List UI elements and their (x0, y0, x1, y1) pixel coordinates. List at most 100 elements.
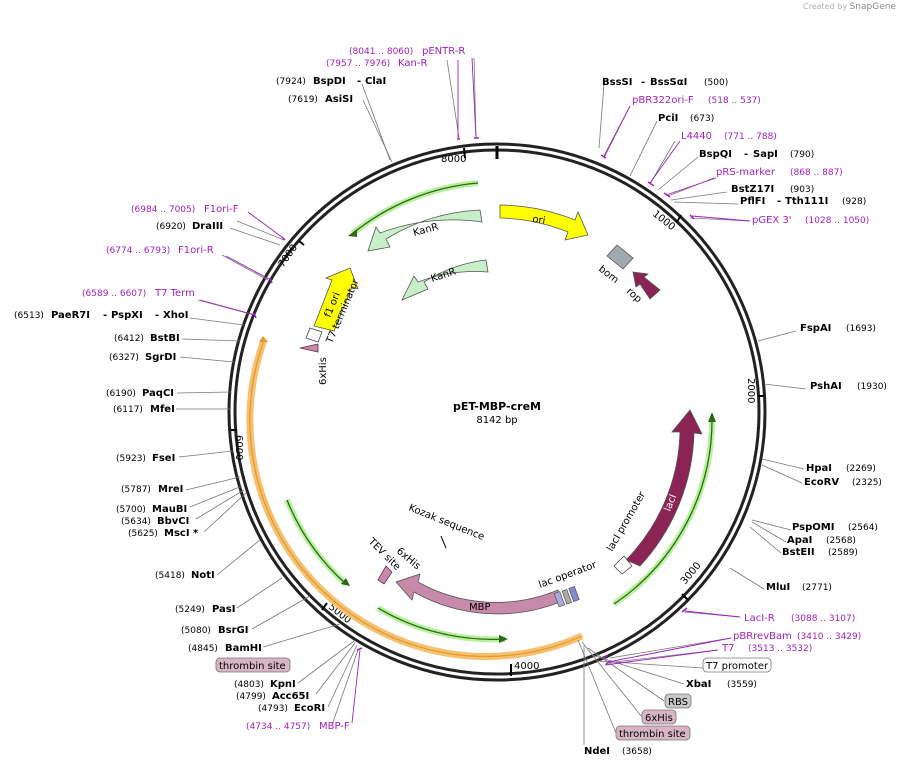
mbp-feature (395, 573, 561, 615)
kanr-feature-2 (401, 259, 489, 301)
enzyme-name-fspai: FspAI (800, 323, 831, 334)
thrombin-label-left: thrombin site (219, 661, 286, 672)
t7-promoter-label: T7 promoter (705, 661, 769, 672)
enzyme-name-mfei: MfeI (150, 404, 175, 415)
enzyme-name-hpai: HpaI (806, 463, 832, 474)
enzyme-pos-fspai: (1693) (846, 324, 876, 334)
enzyme-dash-pflfi: - (777, 196, 781, 207)
enzyme-pos-bstbi: (6412) (114, 334, 144, 344)
enzyme-name-bspqi: BspQI (699, 149, 732, 160)
orf-arrowhead (259, 336, 268, 342)
rbs-label-box (664, 693, 692, 709)
primer-pos-t7: (3513 .. 3532) (748, 644, 812, 654)
tick-3000: 3000 (679, 560, 704, 587)
enzyme-extra-tth111i: Tth111I (785, 196, 828, 207)
enzyme-pos-bsteii: (2589) (828, 548, 858, 558)
primer-pos-l4440: (771 .. 788) (724, 132, 777, 142)
kanr-label-2: KanR (430, 266, 458, 284)
laci-promoter-feature (613, 555, 633, 575)
enzyme-name-fsei: FseI (152, 453, 175, 464)
primer-name-mbp-f: MBP-F (319, 721, 350, 732)
enzyme-pos-ecorv: (2325) (852, 478, 882, 488)
enzyme-pos-sgrdi: (6327) (109, 353, 139, 363)
primer-name-t7: T7 (721, 643, 734, 654)
enzyme-pos-pshai: (1930) (857, 382, 887, 392)
primer-pos-f1ori-r: (6774 .. 6793) (106, 246, 170, 256)
primer-pos-t7-term: (6589 .. 6607) (82, 289, 146, 299)
tick-1000: 1000 (650, 209, 677, 233)
enzyme-name-pspomi: PspOMI (792, 522, 834, 533)
primer-pos-pentr-r: (8041 .. 8060) (349, 47, 413, 57)
enzyme-pos-fsei: (5923) (116, 454, 146, 464)
primer-name-kan-r: Kan-R (398, 58, 427, 69)
bom-feature (606, 244, 634, 270)
credit-brand: SnapGene (849, 2, 896, 12)
his-label-left: 6xHis (318, 357, 329, 385)
primer-name-laci-r: LacI-R (744, 613, 775, 624)
enzyme-name-acc65i: Acc65I (272, 691, 309, 702)
kozak-label: Kozak sequence (407, 503, 486, 543)
enzyme-pos-pcii: (673) (690, 114, 714, 124)
rbs-label: RBS (668, 697, 688, 708)
enzyme-name-pcii: PciI (658, 113, 678, 124)
enzyme-name-pshai: PshAI (810, 381, 842, 392)
enzyme-name-draiii: DraIII (192, 221, 223, 232)
enzyme-name-bsrgi: BsrGI (218, 625, 248, 636)
snapgene-credit: Created by SnapGene (803, 2, 896, 12)
credit-prefix: Created by (803, 2, 848, 11)
enzyme-pos-pasi: (5249) (175, 605, 205, 615)
bom-label: bom (596, 264, 620, 286)
enzyme-pos-noti: (5418) (155, 571, 185, 581)
thrombin-label-box-left (215, 657, 291, 673)
t7-terminator-feature (305, 327, 323, 343)
lac-operator-label: lac operator (537, 559, 599, 590)
enzyme-name-mlui: MluI (766, 582, 790, 593)
enzyme-name-pasi: PasI (212, 604, 235, 615)
enzyme-name-asisi: AsiSI (325, 94, 353, 105)
enzyme-name-bsssi: BssSI (602, 77, 632, 88)
his-label-box (641, 709, 677, 725)
plasmid-name: pET-MBP-creM (453, 400, 541, 413)
enzyme-extra-sapi: SapI (753, 149, 778, 160)
lac-operator-box (553, 591, 566, 608)
enzyme-name-ecorv: EcoRV (804, 477, 839, 488)
enzyme-pos-pflfi: (928) (842, 197, 866, 207)
primer-pos-pgex3: (1028 .. 1050) (805, 216, 869, 226)
enzyme-pos-bsrgi: (5080) (181, 626, 211, 636)
rbs-box (561, 588, 572, 605)
primer-pos-mbp-f: (4734 .. 4757) (246, 722, 310, 732)
enzyme-pos-apai: (2568) (826, 536, 856, 546)
enzyme-name-maubi: MauBI (152, 504, 187, 515)
enzyme-name-bamhi: BamHI (225, 643, 262, 654)
enzyme-pos-ecori: (4793) (258, 704, 288, 714)
primer-pos-pbr322ori-f: (518 .. 537) (708, 96, 761, 106)
primer-name-l4440: L4440 (681, 131, 712, 142)
rop-feature (632, 271, 661, 300)
enzyme-dash-bspqi: - (744, 149, 748, 160)
primer-name-pbrrevbam: pBRrevBam (733, 631, 792, 642)
boxed-labels: T7 promoter RBS 6xHis thrombin site thro… (215, 657, 772, 741)
primer-labels: (8041 .. 8060) pENTR-R (7957 .. 7976) Ka… (82, 46, 869, 732)
primer-name-f1ori-f: F1ori-F (204, 204, 239, 215)
enzyme-name-clai: ClaI (365, 76, 386, 87)
his-feature-left (299, 343, 319, 353)
primer-name-prs-marker: pRS-marker (716, 167, 776, 178)
primer-name-pgex3: pGEX 3' (752, 215, 792, 226)
enzyme-name-paer7i: PaeR7I (51, 310, 90, 321)
enzyme-pos-bbvci: (5634) (121, 517, 151, 527)
enzyme-pos-pspomi: (2564) (848, 523, 878, 533)
enzyme-extra-pspxi: PspXI (111, 310, 143, 321)
enzyme-name-ndei: NdeI (584, 746, 610, 757)
enzyme-pos-msci: (5625) (128, 529, 158, 539)
green-orfs (284, 180, 716, 643)
ori-label: ori (532, 214, 546, 227)
enzyme-name-ecori: EcoRI (294, 703, 325, 714)
primer-name-f1ori-r: F1ori-R (178, 245, 214, 256)
tick-8000: 8000 (441, 154, 466, 165)
kanr-feature-1 (367, 209, 483, 252)
enzyme-pos-mlui: (2771) (802, 583, 832, 593)
enzyme-pos-bspdi: (7924) (276, 77, 306, 87)
enzyme-name-bsteii: BstEII (782, 547, 815, 558)
enzyme-pos-hpai: (2269) (846, 464, 876, 474)
his-label-boxed: 6xHis (645, 713, 673, 724)
